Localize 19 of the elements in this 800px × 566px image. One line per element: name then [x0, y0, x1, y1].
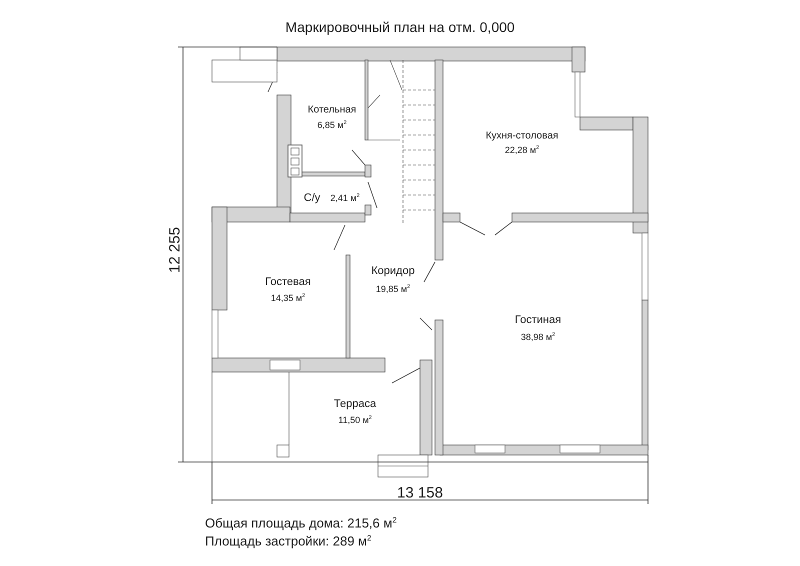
- room-label: 38,98 м$^{2}$: [520, 332, 556, 342]
- room-label: 6,85 м$^{2}$: [317, 120, 347, 130]
- plan-title: Маркировочный план на отм. 0,000: [284, 19, 516, 35]
- room-label: С/у: [304, 192, 320, 204]
- area-note: Общая площадь дома: 215,6 м$^{2}$: [205, 515, 397, 531]
- room-label: Коридор: [371, 265, 415, 277]
- room-label: Кухня-столовая: [486, 130, 558, 142]
- dimension-value: 12 255: [166, 227, 184, 273]
- room-label: 19,85 м$^{2}$: [376, 284, 410, 294]
- room-label: Котельная: [308, 104, 356, 116]
- room-label: 11,50 м$^{2}$: [338, 415, 372, 425]
- room-label: Гостевая: [265, 276, 311, 288]
- room-label: 22,28 м$^{2}$: [504, 145, 540, 155]
- room-label: 14,35 м$^{2}$: [270, 293, 306, 303]
- room-label: 2,41 м$^{2}$: [330, 193, 360, 203]
- room-label: Гостиная: [514, 314, 562, 326]
- room-label: Терраса: [334, 398, 376, 410]
- dimension-value: 13 158: [397, 484, 443, 502]
- area-note: Площадь застройки: 289 м$^{2}$: [205, 533, 372, 549]
